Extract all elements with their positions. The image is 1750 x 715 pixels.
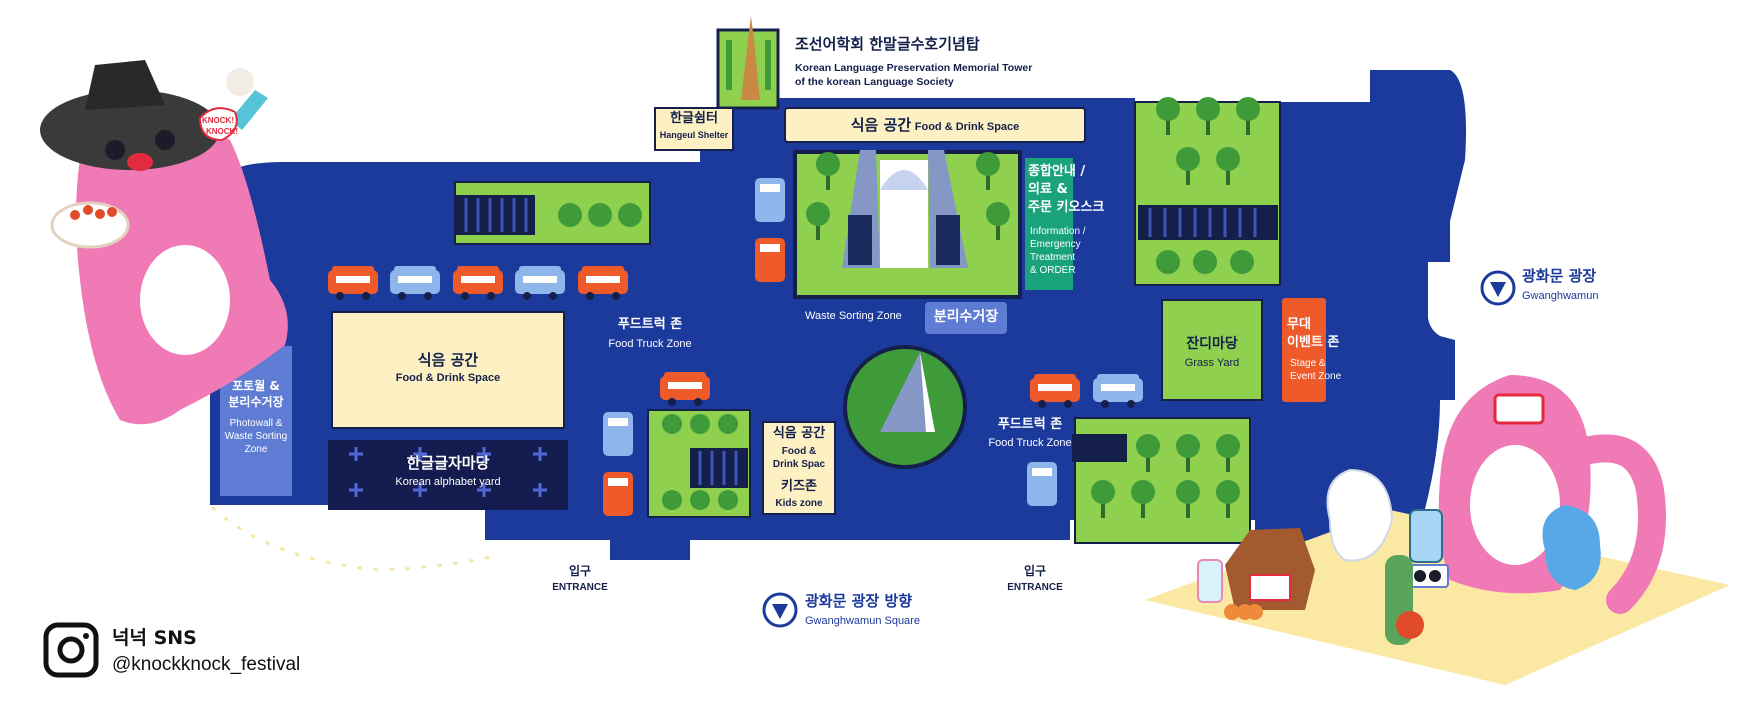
photowall-ko-2: 분리수거장 (228, 395, 284, 409)
stage-box (1282, 298, 1326, 402)
info-en-4: & ORDER (1030, 265, 1076, 276)
kids-zone-ko: 키즈존 (781, 479, 817, 494)
hangeul-shelter-box (654, 107, 734, 151)
entrance-right-ko: 입구 (1023, 564, 1047, 578)
food-small-en-2: Drink Spac (772, 459, 826, 470)
info-booth-box (1025, 158, 1073, 290)
photowall-en-3: Zone (244, 444, 268, 455)
food-small-ko: 식음 공간 (772, 426, 826, 441)
photowall-ko-1: 포토월 & (232, 379, 280, 393)
food-top-en: Food & Drink Space (914, 121, 1020, 133)
grass-yard-ko: 잔디마당 (1186, 336, 1238, 352)
stage-en-1: Stage & (1290, 358, 1326, 369)
info-ko-1: 종합안내 / (1028, 164, 1086, 179)
mascot-speech-2: KNOCK! (206, 127, 238, 136)
tower-title-ko: 조선어학회 한말글수호기념탑 (795, 35, 980, 53)
waste-sorting-en: Waste Sorting Zone (805, 310, 902, 322)
food-truck-right-ko: 푸드트럭 존 (997, 417, 1063, 432)
info-en-1: Information / (1030, 226, 1086, 237)
alphabet-yard-en: Korean alphabet yard (395, 476, 501, 488)
grass-yard-box (1161, 299, 1263, 401)
picnic-scene (1145, 375, 1730, 685)
map-right-extension (1370, 70, 1466, 262)
waste-badge (925, 302, 1007, 334)
gwanghwamun-en: Gwanghwamun (1522, 290, 1599, 302)
info-en-2: Emergency (1030, 239, 1081, 250)
food-truck-right-en: Food Truck Zone (988, 437, 1072, 449)
square-direction-ko: 광화문 광장 방향 (805, 592, 913, 610)
food-truck-left-en: Food Truck Zone (608, 338, 692, 350)
grass-yard-en: Grass Yard (1184, 357, 1240, 369)
stage-en-2: Event Zone (1290, 371, 1342, 382)
instagram-icon (43, 622, 99, 678)
entrance-left-ko: 입구 (568, 564, 592, 578)
waste-sorting-ko: 분리수거장 (933, 309, 999, 325)
entrance-left-en: ENTRANCE (552, 582, 608, 593)
food-top-bar (784, 107, 1086, 143)
info-ko-3: 주문 키오스크 (1028, 200, 1105, 215)
entrance-right-en: ENTRANCE (1007, 582, 1063, 593)
hangeul-shelter-ko: 한글쉼터 (670, 111, 718, 126)
food-left-en: Food & Drink Space (395, 372, 501, 384)
photowall-en-2: Waste Sorting (224, 431, 288, 442)
info-en-3: Treatment (1030, 252, 1076, 263)
gwanghwamun-ko: 광화문 광장 (1522, 267, 1597, 285)
stage-ko-2: 이벤트 존 (1287, 335, 1340, 350)
hangeul-shelter-en: Hangeul Shelter (659, 130, 729, 140)
tower-title-en-2: of the korean Language Society (795, 76, 954, 88)
food-top-ko: 식음 공간 (850, 116, 912, 134)
sns-handle[interactable]: @knockknock_festival (112, 654, 301, 675)
food-left-ko: 식음 공간 (417, 351, 479, 369)
food-small-box (762, 421, 836, 515)
info-ko-2: 의료 & (1028, 182, 1068, 197)
string-lights (211, 506, 497, 572)
square-direction-en: Gwanghwamun Square (805, 615, 920, 627)
food-left-area (331, 311, 565, 429)
sns-label: 넉넉 SNS (112, 627, 197, 649)
food-top-label: 식음 공간 Food & Drink Space (785, 116, 1085, 134)
food-small-en-1: Food & (781, 446, 817, 457)
alphabet-yard-ko: 한글글자마당 (406, 454, 490, 472)
top-left-seating (455, 195, 535, 235)
tower-title-en-1: Korean Language Preservation Memorial To… (795, 62, 1033, 74)
mascot-speech-1: KNOCK! (202, 116, 234, 125)
kids-zone-en: Kids zone (775, 498, 823, 509)
food-truck-left-ko: 푸드트럭 존 (617, 317, 683, 332)
alphabet-yard-area (328, 440, 568, 510)
stage-ko-1: 무대 (1287, 317, 1311, 332)
left-mascot (40, 60, 288, 425)
photowall-en-1: Photowall & (229, 418, 283, 429)
